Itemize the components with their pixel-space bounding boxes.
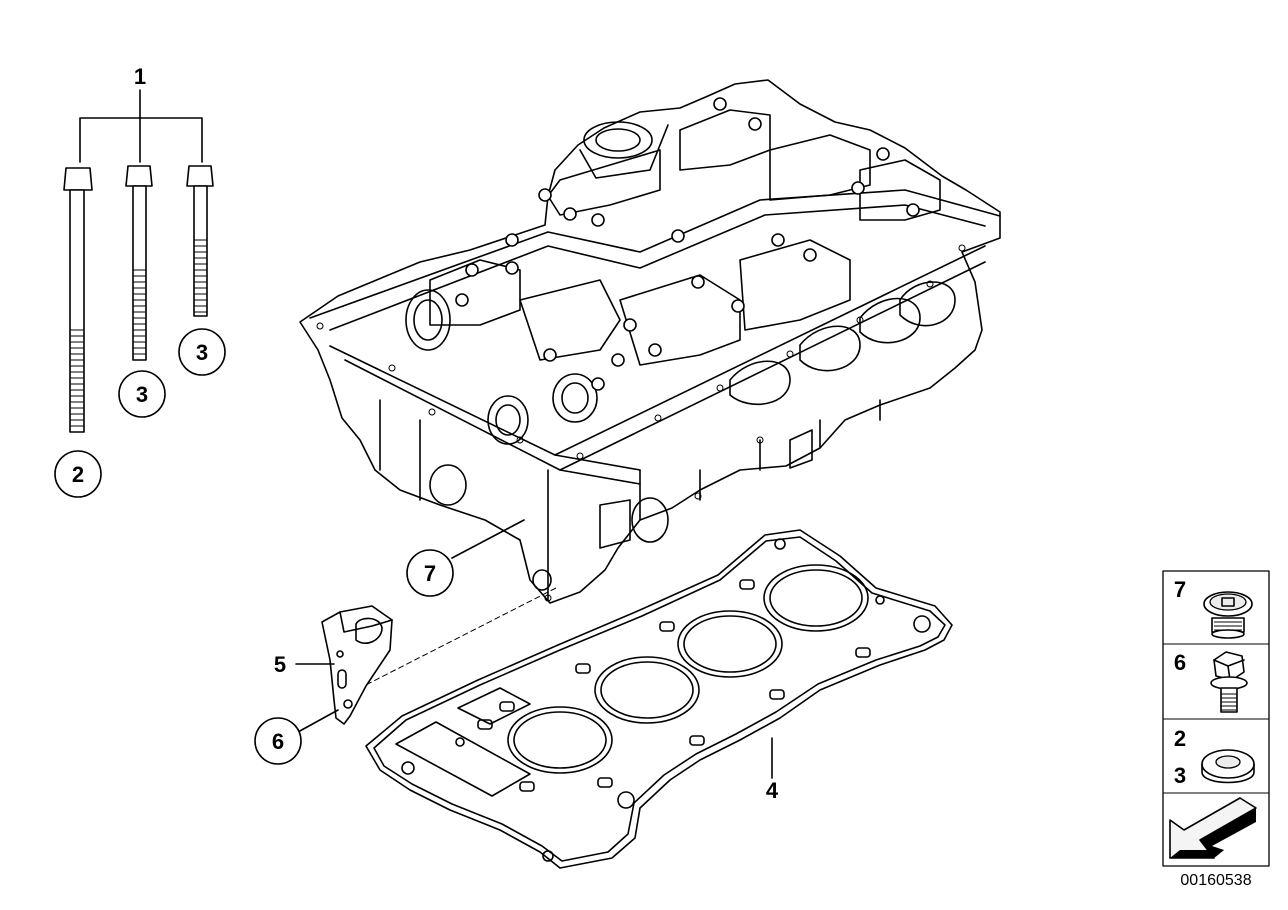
document-number: 00160538 — [1180, 872, 1251, 889]
callout-5-label: 5 — [274, 652, 335, 677]
callout-4-label: 4 — [766, 737, 779, 803]
callout-1: 1 — [134, 64, 146, 89]
head-gasket-drawing — [365, 529, 953, 869]
callout-3b-badge: 3 — [178, 328, 226, 376]
legend-label-2: 2 — [1174, 726, 1186, 751]
callout-2: 2 — [72, 462, 84, 487]
callout-2-badge: 2 — [54, 450, 102, 498]
callout-7-badge: 7 — [406, 519, 525, 597]
cylinder-head-drawing — [299, 79, 1001, 604]
screw-plug-icon — [1203, 591, 1253, 639]
callout-3a-badge: 3 — [118, 370, 166, 418]
callout-7: 7 — [424, 561, 436, 586]
callout-4: 4 — [766, 778, 779, 803]
callout-6: 6 — [272, 729, 284, 754]
head-bolt-drawing — [63, 89, 214, 433]
hex-bolt-icon — [1210, 651, 1248, 713]
legend-panel: 7 6 2 3 — [1162, 570, 1270, 867]
callout-3a: 3 — [136, 382, 148, 407]
legend-label-3: 3 — [1174, 763, 1186, 788]
bracket-drawing — [321, 605, 393, 725]
washer-icon — [1201, 749, 1255, 784]
legend-label-7: 7 — [1174, 577, 1186, 602]
navigation-arrow-icon[interactable] — [1169, 797, 1257, 859]
callout-3b: 3 — [196, 340, 208, 365]
callout-6-badge: 6 — [254, 709, 339, 765]
callout-5: 5 — [274, 652, 286, 677]
legend-label-6: 6 — [1174, 650, 1186, 675]
